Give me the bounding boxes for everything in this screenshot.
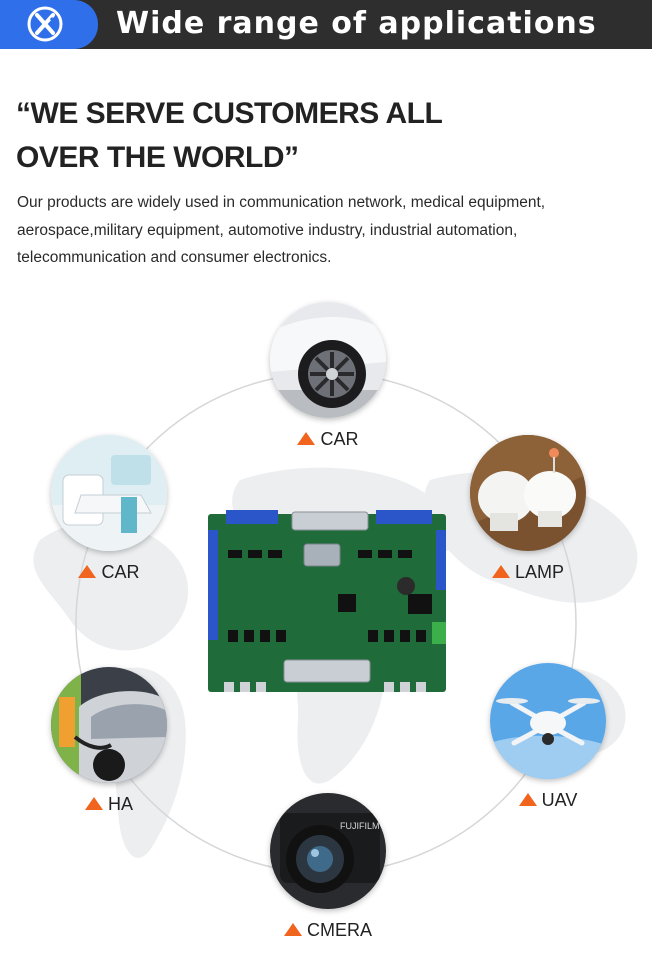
application-ha[interactable]: HA: [49, 667, 169, 817]
applications-diagram: CAR CAR: [0, 290, 652, 979]
led-bulb-image: [470, 435, 586, 551]
x-logo-icon: [27, 6, 63, 42]
intro-paragraph: Our products are widely used in communic…: [17, 189, 627, 272]
intro-line-1: Our products are widely used in communic…: [17, 194, 546, 211]
triangle-marker-icon: [518, 793, 537, 806]
application-lamp[interactable]: LAMP: [468, 435, 588, 585]
car-wheel-image: [270, 302, 386, 418]
header-bar: Wide range of applications: [0, 0, 652, 49]
triangle-marker-icon: [78, 565, 97, 578]
intro-line-2: aerospace,military equipment, automotive…: [17, 221, 518, 239]
triangle-marker-icon: [283, 923, 302, 936]
ev-charging-image: [51, 667, 167, 783]
logo-tab[interactable]: [0, 0, 98, 49]
application-label: CAR: [29, 562, 189, 583]
triangle-marker-icon: [491, 565, 510, 578]
medical-equipment-image: [51, 435, 167, 551]
headline-line-2: OVER THE WORLD”: [16, 141, 299, 174]
drone-image: [490, 663, 606, 779]
application-label: LAMP: [448, 562, 608, 583]
headline: “WE SERVE CUSTOMERS ALL OVER THE WORLD”: [16, 92, 576, 180]
intro-line-3: telecommunication and consumer electroni…: [17, 249, 332, 266]
application-label: CAR: [248, 429, 408, 450]
svg-text:FUJIFILM: FUJIFILM: [340, 821, 380, 831]
application-car-top[interactable]: CAR: [268, 302, 388, 452]
application-label: UAV: [468, 790, 628, 811]
headline-line-1: “WE SERVE CUSTOMERS ALL: [16, 97, 443, 130]
triangle-marker-icon: [84, 797, 103, 810]
application-label: CMERA: [248, 920, 408, 941]
pcb-board-image: [208, 510, 446, 692]
camera-image: FUJIFILM: [270, 793, 386, 909]
application-camera[interactable]: FUJIFILM CMERA: [268, 793, 388, 943]
triangle-marker-icon: [297, 432, 316, 445]
application-uav[interactable]: UAV: [488, 663, 608, 813]
application-car-left[interactable]: CAR: [49, 435, 169, 585]
application-label: HA: [29, 794, 189, 815]
header-title: Wide range of applications: [116, 6, 597, 41]
